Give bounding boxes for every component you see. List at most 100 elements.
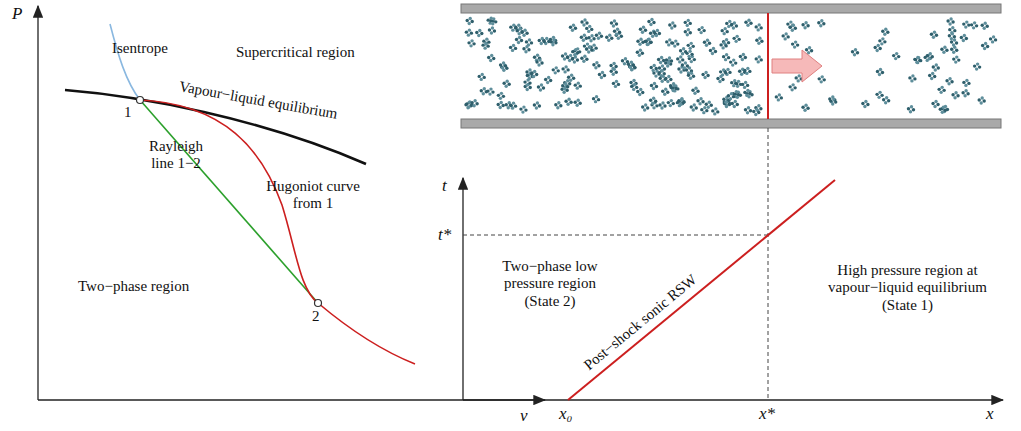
molecule-atom [698,102,701,105]
molecule-atom [725,38,728,41]
molecule-atom [721,46,724,49]
molecule-atom [796,79,799,82]
molecule-atom [878,47,881,50]
molecule-atom [563,70,566,73]
molecule-atom [983,47,986,50]
molecule-atom [880,42,883,45]
molecule-atom [563,87,566,90]
molecule-atom [883,33,886,36]
molecule-atom [639,38,642,41]
molecule-atom [699,31,702,34]
molecule-atom [854,48,857,51]
molecule-atom [710,104,713,107]
molecule-atom [636,40,639,43]
axis-label: P [12,4,22,24]
molecule-atom [670,26,673,29]
molecule-atom [650,18,653,21]
molecule-atom [538,58,541,61]
molecule-atom [639,49,642,52]
molecule-atom [950,48,953,51]
molecule-atom [895,52,898,55]
molecule-atom [928,74,931,77]
molecule-atom [930,77,933,80]
axis-label: x [986,404,994,424]
molecule-atom [610,37,613,40]
molecule-atom [982,99,985,102]
molecule-atom [686,24,689,27]
molecule-atom [600,76,603,79]
molecule-atom [739,55,742,58]
molecule-atom [679,49,682,52]
molecule-atom [792,24,795,27]
molecule-atom [892,54,895,57]
molecule-atom [613,19,616,22]
molecule-atom [611,67,614,70]
molecule-atom [745,72,748,75]
molecules [464,16,997,116]
molecule-atom [661,101,664,104]
molecule-atom [707,106,710,109]
molecule-atom [775,95,778,98]
tick-label: t* [438,225,451,245]
molecule-atom [881,37,884,40]
molecule-atom [728,103,731,106]
molecule-atom [983,26,986,29]
molecule-atom [509,46,512,49]
molecule-atom [670,41,673,44]
molecule-atom [803,26,806,29]
molecule-atom [575,104,578,107]
molecule-atom [945,79,948,82]
molecule-atom [991,40,994,43]
molecule-atom [703,106,706,109]
molecule-atom [954,91,957,94]
molecule-atom [760,40,763,43]
molecule-atom [489,87,492,90]
molecule-atom [671,21,674,24]
molecule-atom [561,84,564,87]
molecule-atom [489,19,492,22]
molecule-atom [662,59,665,62]
molecule-atom [630,61,633,64]
molecule-atom [963,34,966,37]
molecule-atom [576,58,579,61]
molecule-atom [552,68,555,71]
molecule-atom [913,77,916,80]
molecule-atom [597,98,600,101]
molecule-atom [571,57,574,60]
molecule-atom [879,68,882,71]
molecule-atom [696,99,699,102]
molecule-atom [661,80,664,83]
molecule-atom [962,39,965,42]
molecule-atom [961,91,964,94]
molecule-atom [744,108,747,111]
molecule-atom [743,91,746,94]
molecule-atom [948,34,951,37]
molecule-atom [913,58,916,61]
molecule-atom [945,49,948,52]
molecule-atom [685,52,688,55]
molecule-atom [935,63,938,66]
molecule-atom [612,73,615,76]
molecule-atom [585,58,588,61]
molecule-atom [524,50,527,53]
molecule-atom [661,64,664,67]
molecule-atom [953,96,956,99]
molecule-atom [696,90,699,93]
molecule-atom [942,89,945,92]
molecule-atom [502,95,505,98]
molecule-atom [509,25,512,28]
state-point [137,97,144,104]
molecule-atom [594,66,597,69]
molecule-atom [784,32,787,35]
molecule-atom [467,33,470,36]
molecule-atom [468,22,471,25]
molecule-atom [585,21,588,24]
molecule-atom [690,60,693,63]
molecule-atom [475,102,478,105]
region-label: Supercritical region [236,44,355,61]
molecule-atom [487,56,490,59]
molecule-atom [887,99,890,102]
molecule-atom [943,46,946,49]
molecule-atom [517,32,520,35]
molecule-atom [667,75,670,78]
